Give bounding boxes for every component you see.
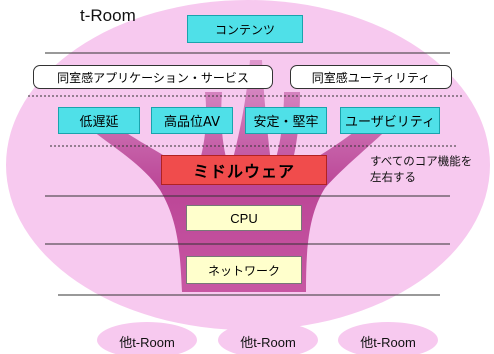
- middleware-note-line: すべてのコア機能を: [370, 154, 473, 168]
- other-room-cloud: [97, 322, 197, 354]
- middleware-note: すべてのコア機能を 左右する: [370, 153, 472, 185]
- app-services-box: 同室感アプリケーション・サービス: [33, 65, 273, 89]
- core-function-box: 安定・堅牢: [245, 107, 327, 134]
- diagram-title: t-Room: [80, 6, 136, 25]
- core-function-box: ユーザビリティ: [340, 107, 440, 134]
- core-function-box: 高品位AV: [151, 107, 233, 134]
- middleware-box: ミドルウェア: [161, 155, 327, 185]
- network-box: ネットワーク: [186, 256, 302, 284]
- other-room-cloud: [218, 322, 318, 354]
- other-room-label: 他t-Room: [240, 335, 296, 350]
- other-room-label: 他t-Room: [360, 335, 416, 350]
- contents-box: コンテンツ: [187, 15, 303, 43]
- other-room-cloud: [338, 322, 438, 354]
- cpu-box: CPU: [186, 205, 302, 231]
- middleware-note-line: 左右する: [370, 170, 416, 184]
- core-function-box: 低遅延: [58, 107, 140, 134]
- utilities-box: 同室感ユーティリティ: [290, 65, 452, 89]
- other-room-label: 他t-Room: [119, 335, 175, 350]
